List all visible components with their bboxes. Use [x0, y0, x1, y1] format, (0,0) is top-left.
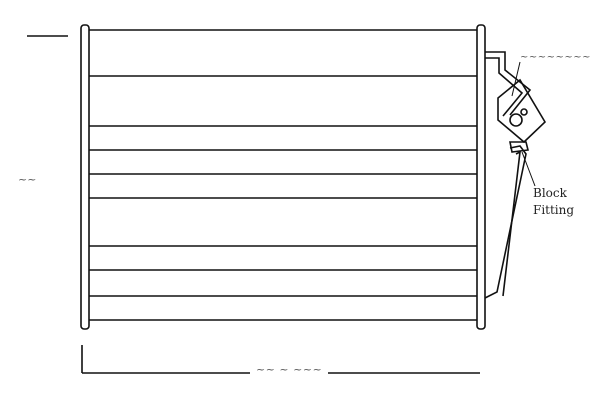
callout-label-top: ~~~~~~~~	[520, 52, 592, 63]
height-dimension-label: ~~	[18, 173, 37, 186]
outlet-pipe	[484, 145, 527, 299]
right-tank	[476, 24, 486, 330]
inlet-pipe	[485, 51, 532, 116]
inlet-pipe-inner	[485, 57, 524, 117]
block-fitting-bolt	[520, 108, 528, 116]
callout-leader-block	[521, 151, 536, 187]
width-dimension-label: ~~ ~ ~~~	[250, 363, 329, 377]
outlet-pipe-inner	[502, 150, 521, 297]
pipe-end-fitting	[509, 141, 529, 153]
callout-leader-top	[511, 61, 521, 97]
left-tank	[80, 24, 90, 330]
block-fitting	[497, 78, 547, 144]
core-tubes	[89, 29, 477, 321]
block-fitting-bolt	[509, 113, 523, 127]
callout-label-fitting: Fitting	[533, 203, 575, 217]
callout-label-block: Block	[533, 186, 567, 200]
